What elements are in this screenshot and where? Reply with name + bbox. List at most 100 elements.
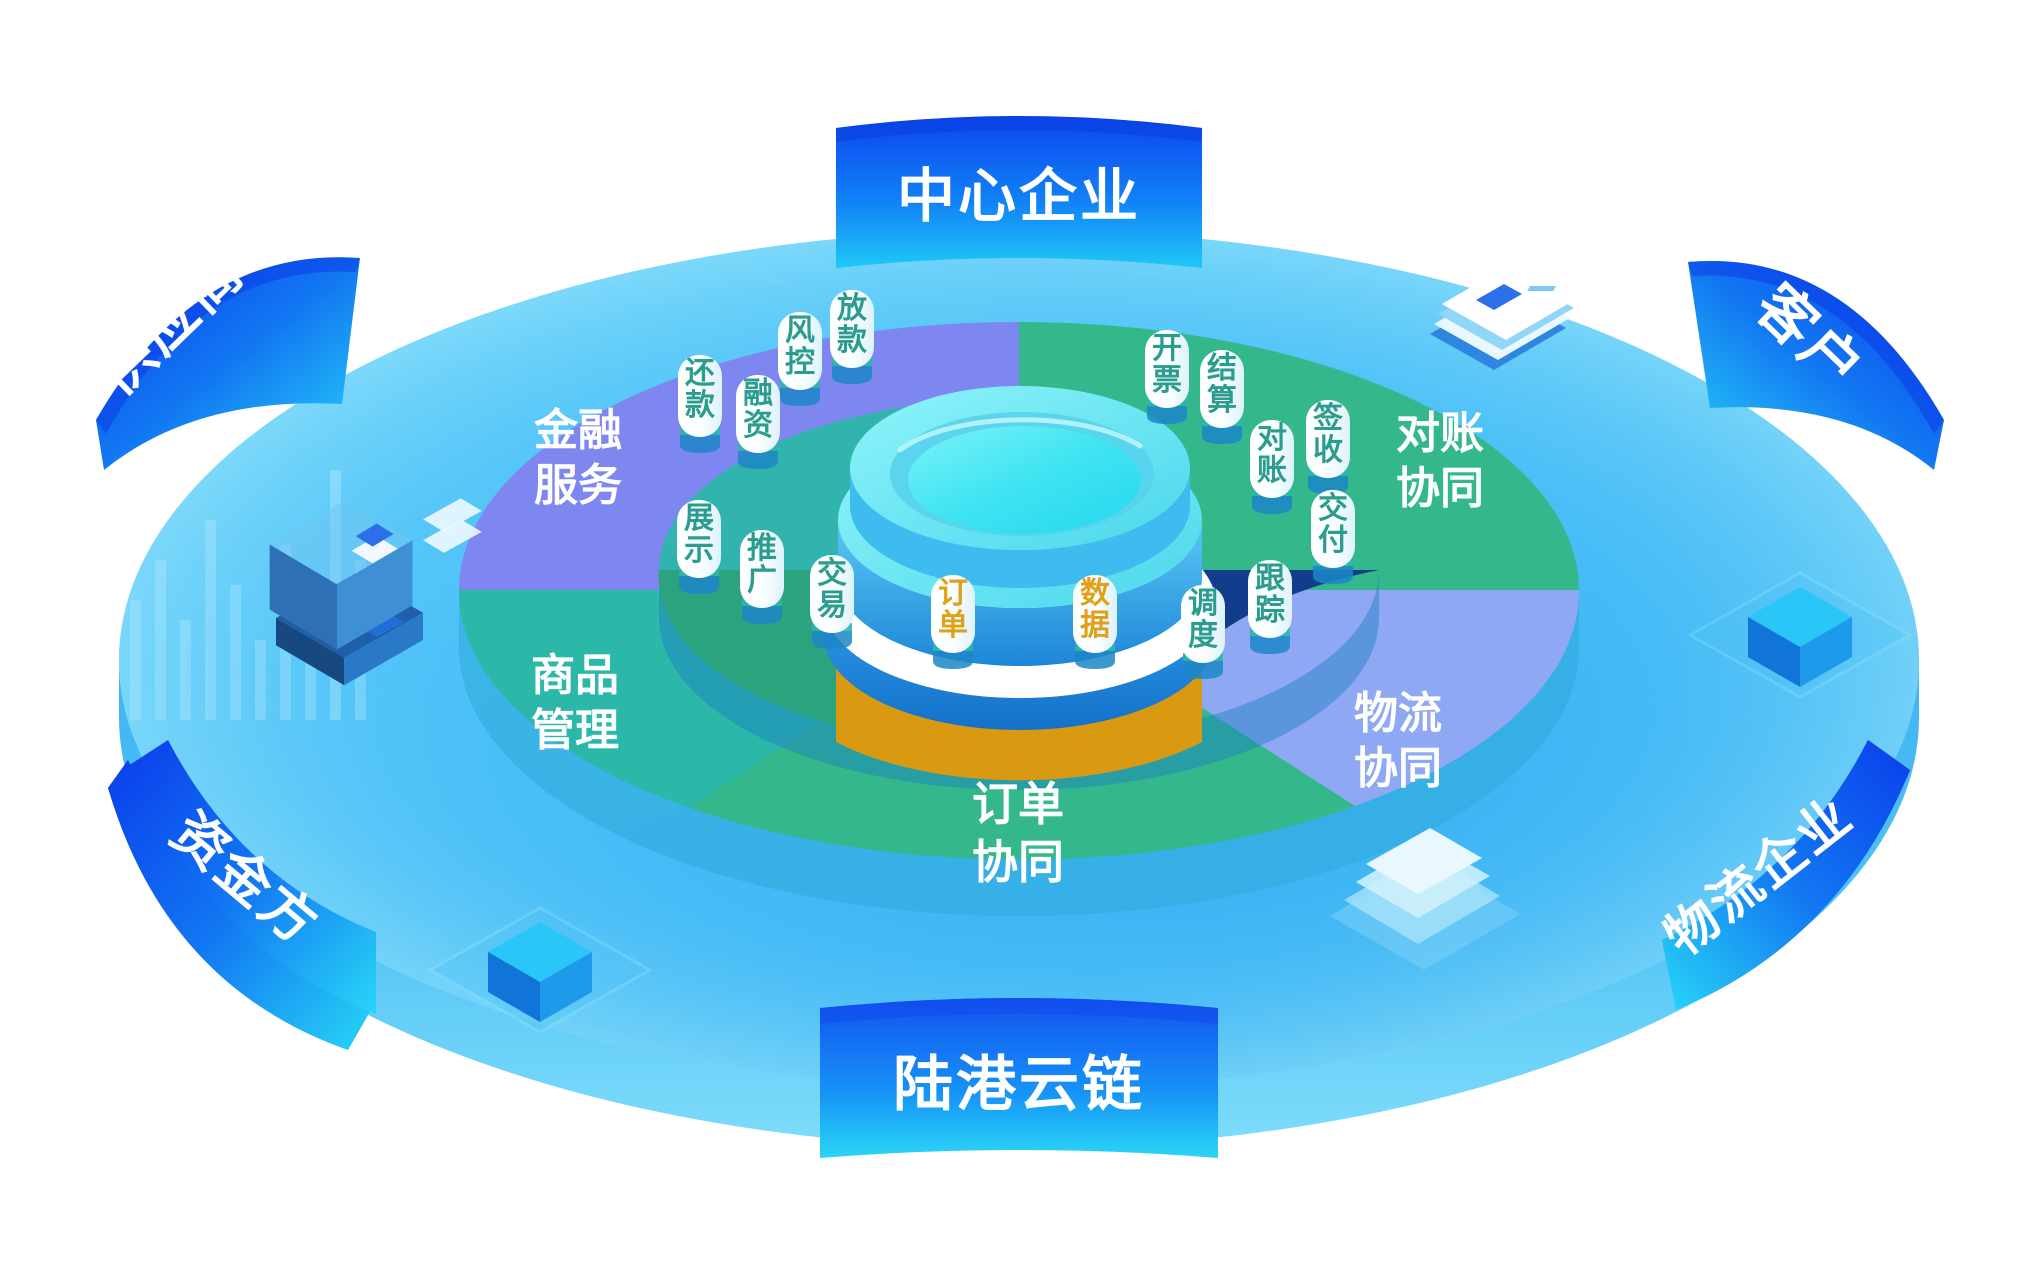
banner-customer-shape xyxy=(1688,260,1944,470)
pill-foot xyxy=(780,388,820,406)
pill-label: 签收 xyxy=(1313,401,1343,467)
middle-ring-side xyxy=(459,590,1579,916)
pill-body xyxy=(1073,575,1117,653)
banner-platform-name-shape xyxy=(820,998,1218,1158)
pill-label: 结算 xyxy=(1207,352,1237,417)
pill-foot xyxy=(1202,426,1242,444)
banner-capital-provider-panel xyxy=(128,740,376,1014)
banner-platform-name[interactable]: 陆港云链 xyxy=(820,998,1218,1158)
pill-invoicing[interactable]: 开票 xyxy=(1145,330,1189,424)
data-cube-icon xyxy=(426,906,654,1034)
pill-transaction[interactable]: 交易 xyxy=(810,555,854,649)
pill-body xyxy=(740,530,784,608)
pill-repayment[interactable]: 还款 xyxy=(678,355,722,453)
pill-disbursement[interactable]: 放款 xyxy=(830,290,874,384)
core-base-side xyxy=(824,604,1216,730)
label-order-collaboration: 订单 协同 xyxy=(972,778,1064,888)
pill-label: 推广 xyxy=(747,532,777,597)
invoice-stack-icon xyxy=(1430,262,1578,370)
pill-label: 还款 xyxy=(685,357,716,422)
pill-label: 对账 xyxy=(1257,422,1287,487)
pill-foot xyxy=(738,451,778,469)
pill-label: 调度 xyxy=(1188,587,1218,652)
core-highlight xyxy=(897,417,1143,453)
pill-receipt-sign[interactable]: 签收 xyxy=(1306,400,1350,494)
pill-label: 风控 xyxy=(785,314,815,379)
pill-label: 跟踪 xyxy=(1255,562,1285,627)
pill-body xyxy=(1306,400,1350,478)
pill-financing[interactable]: 融资 xyxy=(736,375,780,469)
label-order-collaboration-line1: 订单 xyxy=(972,778,1064,830)
pill-foot xyxy=(1147,406,1187,424)
pill-order[interactable]: 订单 xyxy=(931,575,975,669)
pill-body xyxy=(810,555,854,633)
pill-body xyxy=(1311,490,1355,568)
pill-body xyxy=(1145,330,1189,408)
label-logistics-collaboration: 物流 协同 xyxy=(1354,689,1442,793)
label-logistics-collaboration-line2: 协同 xyxy=(1354,744,1442,793)
pill-foot xyxy=(812,631,852,649)
pill-foot xyxy=(679,576,719,594)
pill-body xyxy=(736,375,780,453)
banner-central-enterprise[interactable]: 中心企业 xyxy=(836,116,1202,268)
inner-pill-markers: 还款融资风控放款展示推广交易 订单 数据 开票结算对账签收交付跟踪调度 xyxy=(677,290,1355,679)
label-reconciliation-collaboration: 对账 协同 xyxy=(1396,409,1484,513)
pill-foot xyxy=(933,651,973,669)
pill-label: 交易 xyxy=(817,556,847,622)
core-rim-side xyxy=(850,468,1190,588)
middle-ring-labels: 金融 服务 商品 管理 订单 协同 物流 协同 对账 协同 xyxy=(531,406,1484,888)
pill-label: 订单 xyxy=(938,577,968,642)
pill-dispatch[interactable]: 调度 xyxy=(1181,585,1225,679)
pill-foot xyxy=(832,366,872,384)
label-financial-services-line1: 金融 xyxy=(533,406,622,455)
pill-body xyxy=(931,575,975,653)
pill-label: 融资 xyxy=(743,377,773,442)
pill-settlement[interactable]: 结算 xyxy=(1200,350,1244,444)
pill-label: 开票 xyxy=(1152,332,1182,397)
pill-promotion[interactable]: 推广 xyxy=(740,530,784,624)
core-well-inner xyxy=(908,426,1140,534)
pill-body xyxy=(1181,585,1225,663)
pill-body xyxy=(778,312,822,390)
label-order-collaboration-line2: 协同 xyxy=(972,836,1064,888)
banner-supplier-shape xyxy=(96,257,360,470)
pill-label: 数据 xyxy=(1080,577,1111,642)
pill-foot xyxy=(742,606,782,624)
banner-central-enterprise-shape xyxy=(836,116,1202,268)
pill-label: 展示 xyxy=(684,502,714,567)
pill-tracking[interactable]: 跟踪 xyxy=(1248,560,1292,654)
label-product-management-line2: 管理 xyxy=(531,706,619,755)
pill-body xyxy=(1250,420,1294,498)
label-product-management: 商品 管理 xyxy=(531,651,619,755)
central-core-cylinder[interactable] xyxy=(824,386,1216,730)
laptop-dashboard-icon xyxy=(269,498,482,686)
banner-central-enterprise-label: 中心企业 xyxy=(897,164,1141,229)
pill-foot xyxy=(1075,651,1115,669)
pill-foot xyxy=(680,435,720,453)
pill-body xyxy=(677,500,721,578)
pill-body xyxy=(1200,350,1244,428)
label-financial-services: 金融 服务 xyxy=(533,406,622,510)
pill-reconciliation[interactable]: 对账 xyxy=(1250,420,1294,514)
pill-foot xyxy=(1183,661,1223,679)
pill-data[interactable]: 数据 xyxy=(1073,575,1117,669)
label-reconciliation-line2: 协同 xyxy=(1396,464,1484,513)
pill-risk-control[interactable]: 风控 xyxy=(778,312,822,406)
pill-foot xyxy=(1308,476,1348,494)
pill-body xyxy=(1248,560,1292,638)
pill-delivery[interactable]: 交付 xyxy=(1311,490,1355,584)
label-reconciliation-line1: 对账 xyxy=(1396,409,1484,458)
pill-label: 交付 xyxy=(1318,491,1348,557)
pill-label: 放款 xyxy=(836,292,868,357)
pill-foot xyxy=(1252,496,1292,514)
label-logistics-collaboration-line1: 物流 xyxy=(1354,689,1442,738)
pill-foot xyxy=(1313,566,1353,584)
data-cube-icon xyxy=(1686,571,1914,699)
banner-platform-name-label: 陆港云链 xyxy=(893,1051,1145,1118)
pill-body xyxy=(678,355,722,437)
pill-body xyxy=(830,290,874,368)
pill-display[interactable]: 展示 xyxy=(677,500,721,594)
label-product-management-line1: 商品 xyxy=(531,651,619,700)
